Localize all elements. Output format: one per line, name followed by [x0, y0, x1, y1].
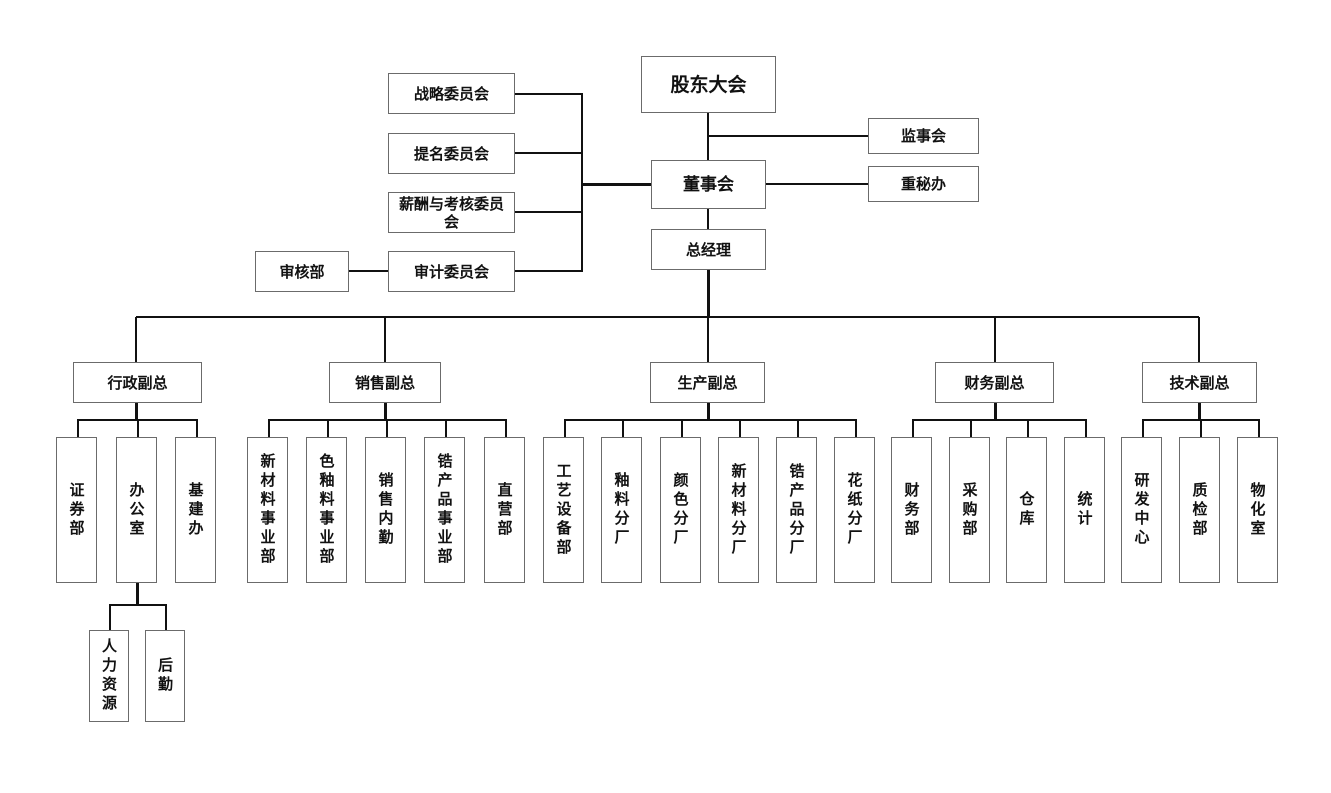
department-box: 物化室 [1237, 437, 1278, 583]
connector [385, 419, 388, 437]
connector [136, 316, 1199, 318]
connector [680, 419, 683, 437]
connector [76, 419, 79, 437]
audit-department-box: 审核部 [255, 251, 349, 292]
connector [135, 403, 138, 420]
department-box: 新材料分厂 [718, 437, 759, 583]
vp-box: 销售副总 [329, 362, 441, 403]
compensation-committee-box: 薪酬与考核委员会 [388, 192, 515, 233]
connector [766, 183, 868, 185]
connector [384, 317, 386, 362]
connector [349, 270, 388, 272]
department-box: 证券部 [56, 437, 97, 583]
connector [1198, 403, 1201, 420]
connector [515, 93, 582, 95]
connector [267, 419, 270, 437]
department-box: 工艺设备部 [543, 437, 584, 583]
connector [515, 152, 582, 154]
connector [504, 419, 507, 437]
connector [1084, 419, 1087, 437]
audit-committee-box: 审计委员会 [388, 251, 515, 292]
department-box: 新材料事业部 [247, 437, 288, 583]
connector [707, 270, 710, 318]
connector [621, 419, 624, 437]
department-box: 销售内勤 [365, 437, 406, 583]
department-box: 色釉料事业部 [306, 437, 347, 583]
connector [796, 419, 799, 437]
board-secretary-office-box: 重秘办 [868, 166, 979, 202]
connector [384, 403, 387, 420]
vp-box: 行政副总 [73, 362, 202, 403]
department-box: 统计 [1064, 437, 1105, 583]
connector [563, 419, 857, 421]
connector [994, 317, 996, 362]
connector [135, 317, 137, 362]
connector [444, 419, 447, 437]
connector [707, 135, 868, 137]
connector [195, 419, 198, 437]
connector [1141, 419, 1144, 437]
department-box: 办公室 [116, 437, 157, 583]
connector [515, 270, 582, 272]
connector [136, 419, 139, 437]
supervisory-board-box: 监事会 [868, 118, 979, 154]
department-box: 质检部 [1179, 437, 1220, 583]
connector [563, 419, 566, 437]
connector [1198, 317, 1200, 362]
department-box: 锆产品事业部 [424, 437, 465, 583]
connector [109, 604, 111, 630]
connector [1257, 419, 1260, 437]
department-box: 颜色分厂 [660, 437, 701, 583]
department-box: 釉料分厂 [601, 437, 642, 583]
connector [515, 211, 582, 213]
strategy-committee-box: 战略委员会 [388, 73, 515, 114]
connector [911, 419, 914, 437]
department-box: 仓库 [1006, 437, 1047, 583]
connector [707, 317, 709, 362]
department-box: 研发中心 [1121, 437, 1162, 583]
connector [707, 209, 709, 229]
department-box: 直营部 [484, 437, 525, 583]
connector [911, 419, 1087, 421]
connector [1026, 419, 1029, 437]
office-subdepartment-box: 后勤 [145, 630, 185, 722]
department-box: 基建办 [175, 437, 216, 583]
office-subdepartment-box: 人力资源 [89, 630, 129, 722]
connector [135, 583, 139, 605]
connector [969, 419, 972, 437]
department-box: 财务部 [891, 437, 932, 583]
connector [165, 604, 167, 630]
connector [326, 419, 329, 437]
connector [582, 183, 651, 186]
connector [854, 419, 857, 437]
vp-box: 生产副总 [650, 362, 765, 403]
connector [109, 604, 167, 606]
department-box: 采购部 [949, 437, 990, 583]
connector [707, 403, 710, 420]
connector [581, 93, 583, 272]
nomination-committee-box: 提名委员会 [388, 133, 515, 174]
department-box: 花纸分厂 [834, 437, 875, 583]
connector [738, 419, 741, 437]
connector [1199, 419, 1202, 437]
department-box: 锆产品分厂 [776, 437, 817, 583]
general-manager-box: 总经理 [651, 229, 766, 270]
shareholders-meeting-box: 股东大会 [641, 56, 776, 113]
vp-box: 技术副总 [1142, 362, 1257, 403]
board-of-directors-box: 董事会 [651, 160, 766, 209]
connector [994, 403, 997, 420]
vp-box: 财务副总 [935, 362, 1054, 403]
